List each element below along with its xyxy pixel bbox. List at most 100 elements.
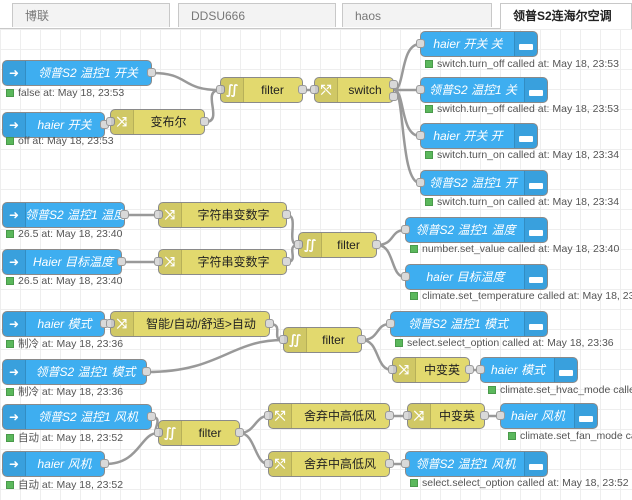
ha-input-node[interactable]: ➜ Haier 目标温度 (2, 249, 126, 275)
change-node[interactable]: ⤨ 智能/自动/舒适>自动 (106, 311, 274, 337)
status-text: select.select_option called at: May 18, … (422, 477, 629, 489)
shuffle-icon: ⤨ (393, 358, 416, 382)
filter-node[interactable]: ∬ filter (154, 420, 244, 446)
node-status: 制冷 at: May 18, 23:36 (6, 384, 123, 399)
status-dot (6, 277, 14, 285)
output-port[interactable] (372, 240, 381, 249)
input-port[interactable] (106, 319, 115, 328)
input-port[interactable] (416, 131, 425, 140)
filter-node[interactable]: ∬ filter (279, 327, 366, 353)
ha-input-node[interactable]: ➜ haier 开关 (2, 112, 109, 138)
output-port[interactable] (120, 210, 129, 219)
tab-label: 领普S2连海尔空调 (513, 9, 612, 23)
input-port[interactable] (386, 319, 395, 328)
input-port[interactable] (106, 117, 115, 126)
input-port[interactable] (294, 240, 303, 249)
change-node[interactable]: ⤨ 中变英 (403, 403, 489, 429)
output-port[interactable] (298, 85, 307, 94)
input-port[interactable] (416, 85, 425, 94)
ha-service-node[interactable]: haier 风机 (496, 403, 598, 429)
input-port[interactable] (154, 428, 163, 437)
ha-service-node[interactable]: haier 开关 开 (416, 123, 538, 149)
output-port[interactable] (389, 92, 398, 101)
change-node[interactable]: ⤨ 字符串变数字 (154, 202, 291, 228)
wire (360, 338, 394, 372)
output-port[interactable] (282, 257, 291, 266)
output-port[interactable] (235, 428, 244, 437)
status-text: 自动 at: May 18, 23:52 (18, 479, 124, 491)
ha-service-node[interactable]: haier 模式 (476, 357, 578, 383)
ha-server-icon: ➜ (3, 405, 26, 429)
ha-service-node[interactable]: 领普S2 温控1 温度 (401, 217, 548, 243)
input-port[interactable] (416, 178, 425, 187)
ha-service-node[interactable]: 领普S2 温控1 模式 (386, 311, 548, 337)
ha-service-node[interactable]: 领普S2 温控1 风机 (401, 451, 548, 477)
output-port[interactable] (200, 117, 209, 126)
status-text: 26.5 at: May 18, 23:40 (18, 228, 123, 240)
output-port[interactable] (100, 459, 109, 468)
output-port[interactable] (385, 411, 394, 420)
tab-ddsu666[interactable]: DDSU666 (178, 3, 336, 27)
ha-service-node[interactable]: 领普S2 温控1 关 (416, 77, 548, 103)
status-dot (425, 198, 433, 206)
output-port[interactable] (389, 80, 398, 89)
ha-server-icon: ➜ (3, 61, 26, 85)
input-port[interactable] (496, 411, 505, 420)
input-port[interactable] (401, 225, 410, 234)
input-port[interactable] (264, 459, 273, 468)
tab-bolian[interactable]: 博联 (12, 3, 170, 27)
ha-service-node[interactable]: 领普S2 温控1 开 (416, 170, 548, 196)
tab-lingpu-haier[interactable]: 领普S2连海尔空调 (500, 3, 632, 29)
input-port[interactable] (154, 210, 163, 219)
status-dot (6, 388, 14, 396)
input-port[interactable] (310, 85, 319, 94)
node-label: 领普S2 温控1 风机 (415, 457, 516, 471)
output-port[interactable] (357, 335, 366, 344)
output-port[interactable] (465, 365, 474, 374)
status-text: off at: May 18, 23:53 (18, 135, 114, 147)
ha-service-node[interactable]: haier 开关 关 (416, 31, 538, 57)
input-port[interactable] (403, 411, 412, 420)
output-port[interactable] (147, 412, 156, 421)
change-node[interactable]: ⤨ 变布尔 (106, 109, 209, 135)
input-port[interactable] (216, 85, 225, 94)
output-port[interactable] (117, 257, 126, 266)
ha-input-node[interactable]: ➜ haier 风机 (2, 451, 109, 477)
output-port[interactable] (480, 411, 489, 420)
wire (103, 431, 160, 466)
switch-node[interactable]: ⤲ switch (310, 77, 398, 103)
input-port[interactable] (264, 411, 273, 420)
flow-canvas[interactable]: ➜ 领普S2 温控1 开关 false at: May 18, 23:53 ➜ … (0, 29, 632, 500)
output-port[interactable] (142, 367, 151, 376)
ha-input-node[interactable]: ➜ 领普S2 温控1 模式 (2, 359, 151, 385)
output-port[interactable] (147, 68, 156, 77)
node-status: false at: May 18, 23:53 (6, 87, 124, 99)
ha-service-node[interactable]: haier 目标温度 (401, 264, 548, 290)
input-port[interactable] (401, 459, 410, 468)
output-port[interactable] (282, 210, 291, 219)
ha-input-node[interactable]: ➜ 领普S2 温控1 开关 (2, 60, 156, 86)
input-port[interactable] (279, 335, 288, 344)
status-dot (395, 339, 403, 347)
input-port[interactable] (401, 272, 410, 281)
switch-node[interactable]: ⤲ 舍弃中高低风 (264, 403, 394, 429)
input-port[interactable] (476, 365, 485, 374)
tab-haos[interactable]: haos (342, 3, 492, 27)
ha-input-node[interactable]: ➜ 领普S2 温控1 温度 (2, 202, 129, 228)
router-icon (524, 265, 547, 289)
change-node[interactable]: ⤨ 中变英 (388, 357, 474, 383)
change-node[interactable]: ⤨ 字符串变数字 (154, 249, 291, 275)
filter-node[interactable]: ∬ filter (294, 232, 381, 258)
filter-node[interactable]: ∬ filter (216, 77, 307, 103)
router-icon (554, 358, 577, 382)
switch-node[interactable]: ⤲ 舍弃中高低风 (264, 451, 394, 477)
node-status: climate.set_fan_mode called (508, 430, 632, 442)
output-port[interactable] (265, 319, 274, 328)
ha-input-node[interactable]: ➜ 领普S2 温控1 风机 (2, 404, 156, 430)
input-port[interactable] (154, 257, 163, 266)
input-port[interactable] (416, 39, 425, 48)
input-port[interactable] (388, 365, 397, 374)
output-port[interactable] (385, 459, 394, 468)
ha-input-node[interactable]: ➜ haier 模式 (2, 311, 109, 337)
node-label: 领普S2 温控1 模式 (35, 365, 136, 379)
